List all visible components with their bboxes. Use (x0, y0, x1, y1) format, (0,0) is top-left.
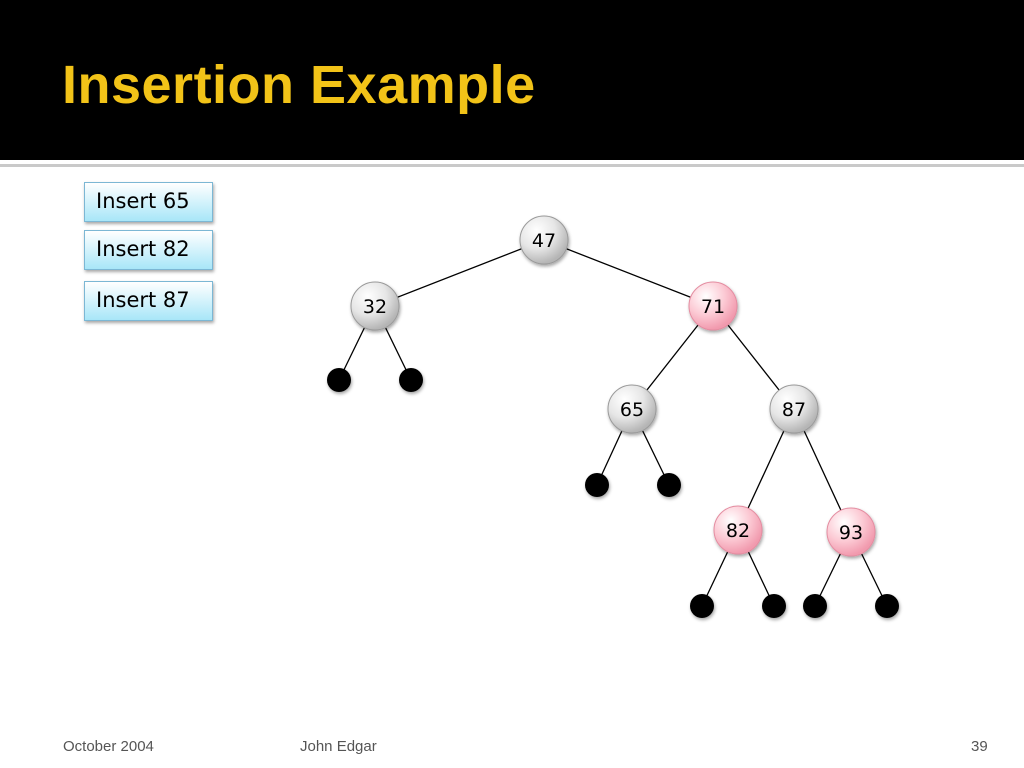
nil-leaf (327, 368, 351, 392)
red-node-circle (688, 281, 738, 331)
tree-node-label: 32 (363, 296, 387, 318)
nil-leaf (690, 594, 714, 618)
insert-87-button[interactable]: Insert 87 (84, 281, 213, 321)
tree-node-93: 93 (826, 507, 876, 557)
footer-page-number: 39 (971, 738, 988, 755)
nil-leaf (762, 594, 786, 618)
tree-node-65: 65 (607, 384, 657, 434)
nil-leaf (399, 368, 423, 392)
tree-nodes: 47 32 71 65 87 82 93 (327, 215, 899, 618)
slide-title: Insertion Example (62, 55, 536, 115)
tree-node-label: 65 (620, 399, 644, 421)
black-node-circle (607, 384, 657, 434)
tree-edge (543, 239, 714, 307)
tree-edge (374, 239, 545, 307)
insert-82-button[interactable]: Insert 82 (84, 230, 213, 270)
insert-65-button[interactable]: Insert 65 (84, 182, 213, 222)
title-divider-gray (0, 164, 1024, 167)
footer-author: John Edgar (300, 738, 377, 755)
tree-node-label: 71 (701, 296, 725, 318)
black-node-circle (769, 384, 819, 434)
tree-node-label: 93 (839, 522, 863, 544)
red-node-circle (713, 505, 763, 555)
tree-node-47: 47 (519, 215, 569, 265)
black-node-circle (350, 281, 400, 331)
red-node-circle (826, 507, 876, 557)
black-node-circle (519, 215, 569, 265)
footer-date: October 2004 (63, 738, 154, 755)
tree-node-71: 71 (688, 281, 738, 331)
tree-node-label: 47 (532, 230, 556, 252)
tree-node-label: 82 (726, 520, 750, 542)
title-divider-white (0, 160, 1024, 164)
tree-node-82: 82 (713, 505, 763, 555)
nil-leaf (875, 594, 899, 618)
tree-node-32: 32 (350, 281, 400, 331)
tree-node-label: 87 (782, 399, 806, 421)
nil-leaf (585, 473, 609, 497)
title-bar: Insertion Example (0, 0, 1024, 160)
nil-leaf (657, 473, 681, 497)
tree-node-87: 87 (769, 384, 819, 434)
nil-leaf (803, 594, 827, 618)
